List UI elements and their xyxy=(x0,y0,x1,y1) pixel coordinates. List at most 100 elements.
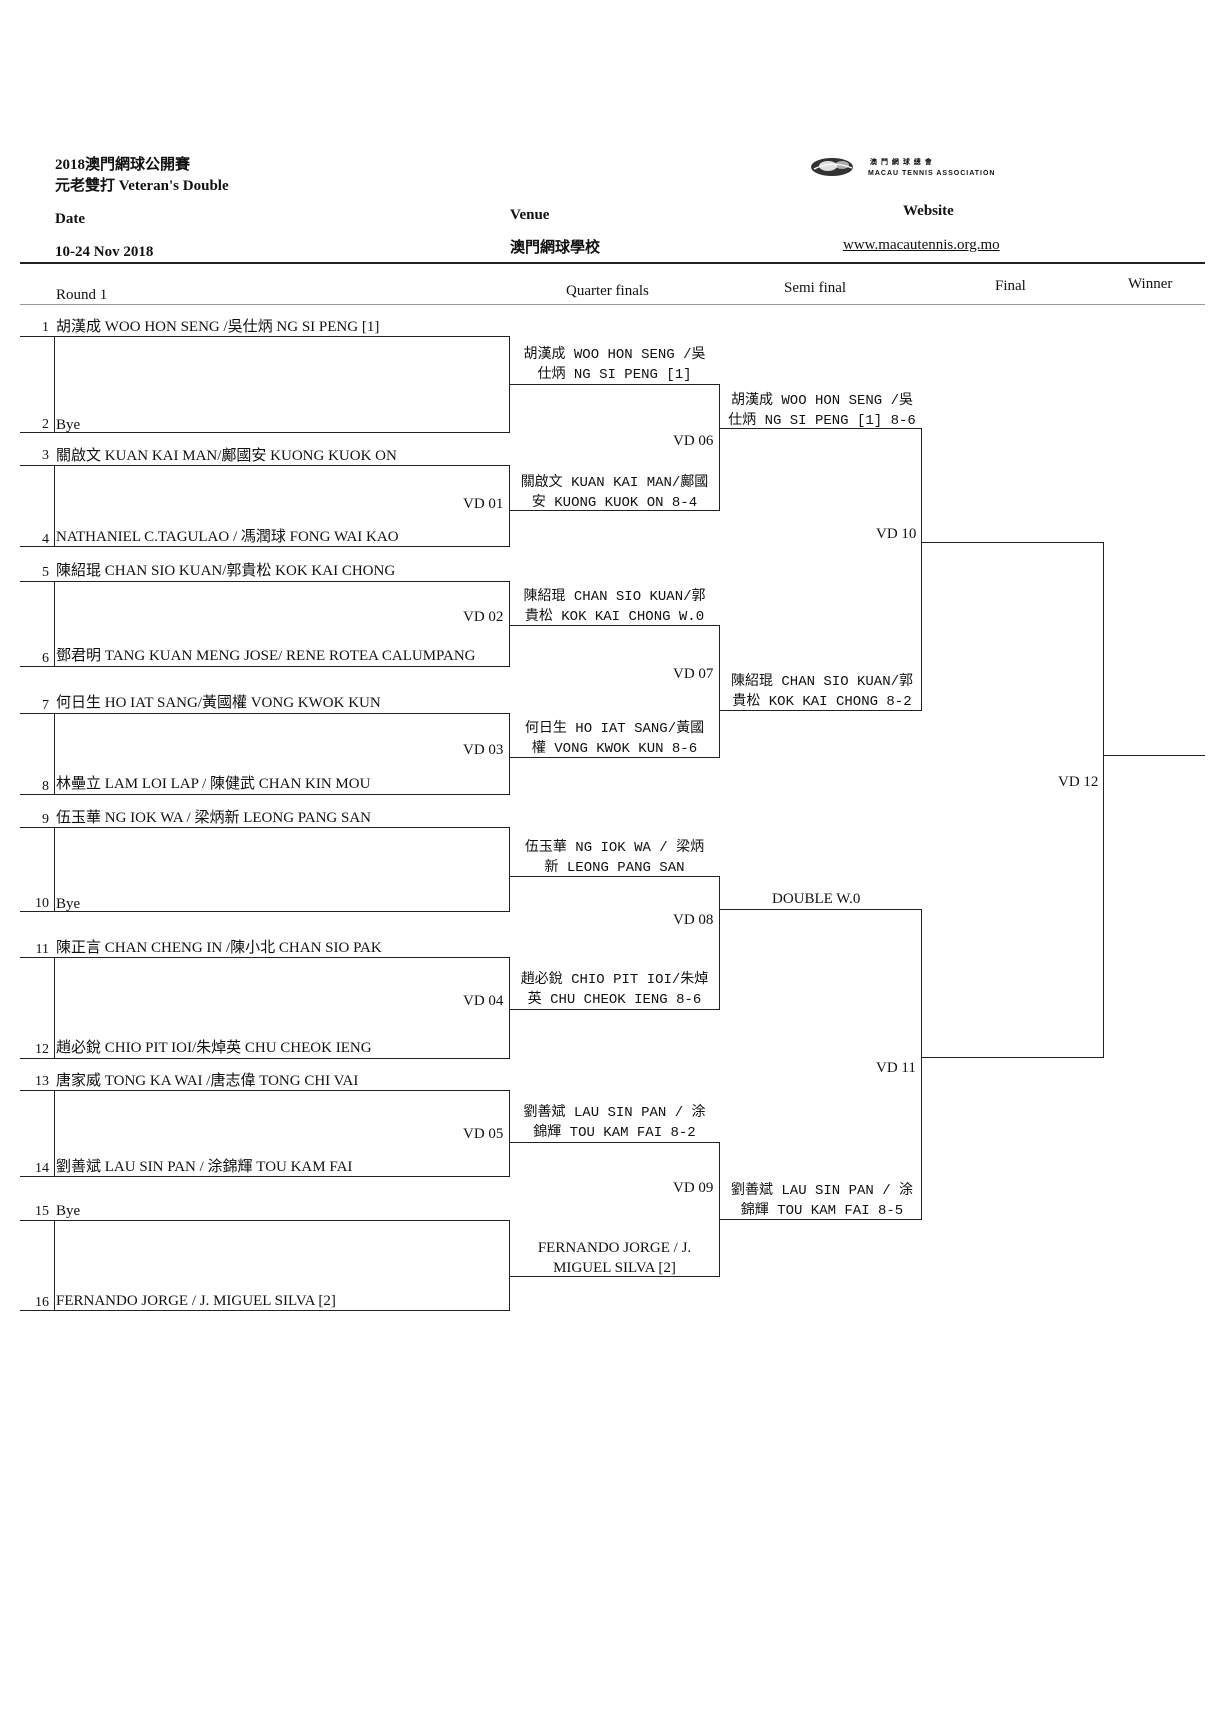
bracket-line xyxy=(509,1142,720,1144)
round-1-entry: 劉善斌 LAU SIN PAN / 涂錦輝 TOU KAM FAI xyxy=(56,1159,353,1175)
bracket-line xyxy=(1103,542,1105,1058)
bracket-line xyxy=(54,957,56,1059)
seed-number: 6 xyxy=(42,651,49,666)
round-header-divider xyxy=(20,304,1205,305)
round-1-entry: 陳正言 CHAN CHENG IN /陳小北 CHAN SIO PAK xyxy=(56,940,382,956)
round-1-entry: 陳紹琨 CHAN SIO KUAN/郭貴松 KOK KAI CHONG xyxy=(56,563,396,579)
winner-line xyxy=(1103,755,1205,757)
bracket-line xyxy=(719,909,922,911)
quarter-final-entry: 伍玉華 NG IOK WA / 梁炳新 LEONG PANG SAN xyxy=(524,840,705,876)
seed-number: 4 xyxy=(42,532,49,547)
match-code: VD 08 xyxy=(673,912,714,928)
date-label: Date xyxy=(55,211,85,227)
seed-number: 5 xyxy=(42,565,49,580)
round-1-entry: 唐家威 TONG KA WAI /唐志偉 TONG CHI VAI xyxy=(56,1073,359,1089)
match-code: VD 11 xyxy=(876,1060,916,1076)
semi-final-entry: 陳紹琨 CHAN SIO KUAN/郭貴松 KOK KAI CHONG 8-2 xyxy=(730,674,914,710)
bracket-line xyxy=(20,546,510,548)
bracket-line xyxy=(20,794,510,796)
round-1-entry: 趙必銳 CHIO PIT IOI/朱焯英 CHU CHEOK IENG xyxy=(56,1040,372,1056)
bracket-line xyxy=(54,465,56,547)
bracket-line xyxy=(20,1220,510,1222)
bracket-line xyxy=(719,428,922,430)
bracket-line xyxy=(509,876,720,878)
bracket-line xyxy=(509,625,720,627)
semi-final-entry: 胡漢成 WOO HON SENG /吳仕炳 NG SI PENG [1] 8-6 xyxy=(728,393,916,429)
bracket-line xyxy=(54,336,56,433)
bracket-line xyxy=(54,1220,56,1311)
quarter-final-entry: 趙必銳 CHIO PIT IOI/朱焯英 CHU CHEOK IENG 8-6 xyxy=(520,972,709,1008)
round-header-round-1: Round 1 xyxy=(56,287,108,303)
round-1-entry: 鄧君明 TANG KUAN MENG JOSE/ RENE ROTEA CALU… xyxy=(56,648,476,664)
bracket-line xyxy=(509,581,511,667)
match-code: VD 12 xyxy=(1058,774,1099,790)
bracket-line xyxy=(509,757,720,759)
round-1-entry: 關啟文 KUAN KAI MAN/鄺國安 KUONG KUOK ON xyxy=(56,448,397,464)
bracket-line xyxy=(509,1009,720,1011)
bracket-line xyxy=(719,1142,721,1277)
association-logo xyxy=(810,156,858,178)
round-1-entry: Bye xyxy=(56,417,81,433)
seed-number: 2 xyxy=(42,417,49,432)
bracket-line xyxy=(20,713,510,715)
round-1-entry: NATHANIEL C.TAGULAO / 馮潤球 FONG WAI KAO xyxy=(56,529,399,545)
round-1-entry: FERNANDO JORGE / J. MIGUEL SILVA [2] xyxy=(56,1293,336,1309)
match-code: VD 10 xyxy=(876,526,917,542)
bracket-line xyxy=(20,1176,510,1178)
round-header-winner: Winner xyxy=(1128,276,1173,292)
bracket-line xyxy=(921,909,923,1220)
bracket-line xyxy=(54,827,56,912)
seed-number: 1 xyxy=(42,320,49,335)
venue-label: Venue xyxy=(510,207,550,223)
bracket-line xyxy=(509,465,511,547)
match-code: VD 04 xyxy=(463,993,504,1009)
seed-number: 13 xyxy=(35,1074,49,1089)
round-1-entry: 何日生 HO IAT SANG/黃國權 VONG KWOK KUN xyxy=(56,695,381,711)
round-header-semi-final: Semi final xyxy=(784,280,847,296)
tournament-title: 2018澳門網球公開賽 xyxy=(55,157,191,173)
bracket-line xyxy=(20,1058,510,1060)
seed-number: 8 xyxy=(42,779,49,794)
quarter-final-entry: 關啟文 KUAN KAI MAN/鄺國安 KUONG KUOK ON 8-4 xyxy=(520,475,709,511)
seed-number: 7 xyxy=(42,698,49,713)
seed-number: 10 xyxy=(35,896,49,911)
match-code: VD 03 xyxy=(463,742,504,758)
bracket-line xyxy=(54,1090,56,1177)
bracket-line xyxy=(20,827,510,829)
round-1-entry: 林壘立 LAM LOI LAP / 陳健武 CHAN KIN MOU xyxy=(56,776,371,792)
logo-text-english: MACAU TENNIS ASSOCIATION xyxy=(868,170,996,177)
bracket-line xyxy=(509,1220,511,1311)
bracket-line xyxy=(921,428,923,711)
website-label: Website xyxy=(903,203,954,219)
bracket-line xyxy=(719,625,721,758)
seed-number: 15 xyxy=(35,1204,49,1219)
bracket-line xyxy=(20,336,510,338)
bracket-line xyxy=(20,432,510,434)
bracket-line xyxy=(509,1276,720,1278)
round-1-entry: Bye xyxy=(56,896,81,912)
round-header-quarter-finals: Quarter finals xyxy=(566,283,649,299)
match-code: VD 07 xyxy=(673,666,714,682)
bracket-line xyxy=(20,581,510,583)
bracket-line xyxy=(509,1090,511,1177)
event-name: 元老雙打 Veteran's Double xyxy=(55,178,229,194)
quarter-final-entry: 胡漢成 WOO HON SENG /吳仕炳 NG SI PENG [1] xyxy=(523,347,706,383)
bracket-line xyxy=(719,876,721,1010)
match-code: VD 06 xyxy=(673,433,714,449)
bracket-line xyxy=(921,1057,1104,1059)
bracket-line xyxy=(509,827,511,912)
seed-number: 9 xyxy=(42,812,49,827)
bracket-line xyxy=(719,384,721,511)
bracket-line xyxy=(54,581,56,667)
match-code: VD 09 xyxy=(673,1180,714,1196)
semi-final-entry: DOUBLE W.0 xyxy=(772,891,861,907)
website-link[interactable]: www.macautennis.org.mo xyxy=(843,237,1000,253)
quarter-final-entry: 何日生 HO IAT SANG/黃國權 VONG KWOK KUN 8-6 xyxy=(524,721,705,757)
bracket-line xyxy=(20,1310,510,1312)
match-code: VD 01 xyxy=(463,496,504,512)
seed-number: 12 xyxy=(35,1042,49,1057)
quarter-final-entry: 陳紹琨 CHAN SIO KUAN/郭貴松 KOK KAI CHONG W.0 xyxy=(523,589,706,625)
bracket-line xyxy=(509,510,720,512)
match-code: VD 05 xyxy=(463,1126,504,1142)
